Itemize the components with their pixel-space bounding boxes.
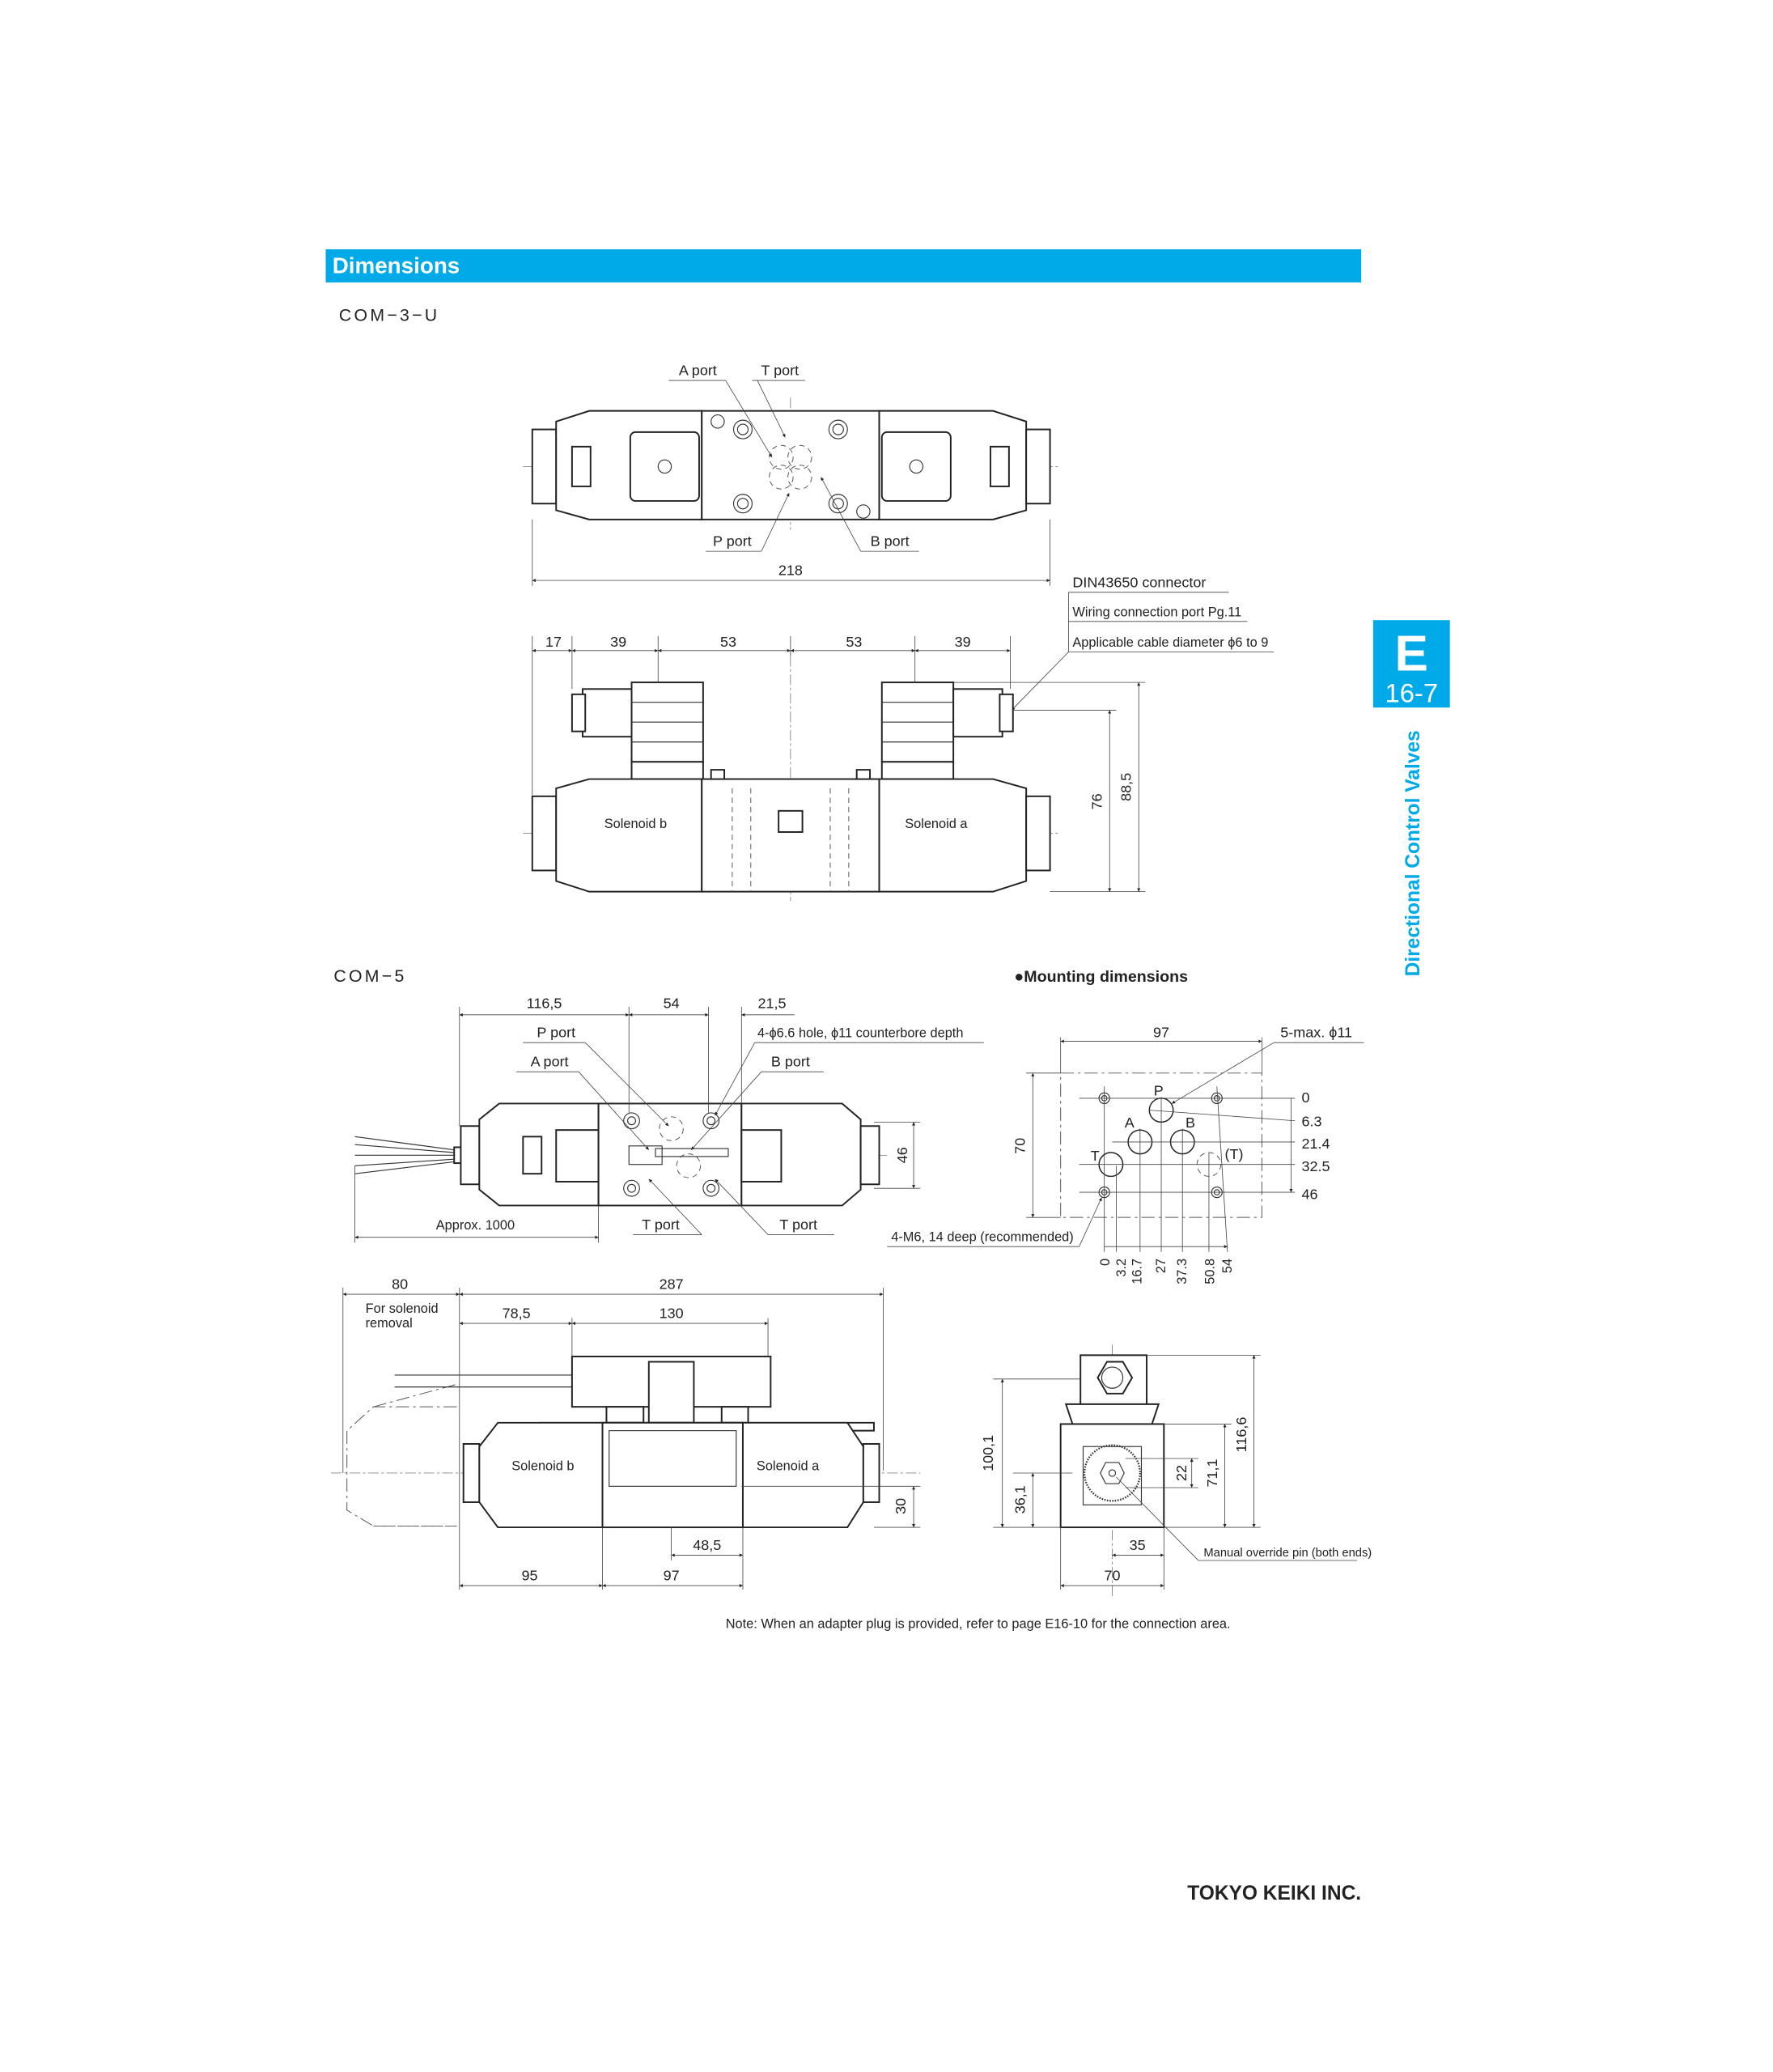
com3u-dim-17: 17 — [545, 634, 562, 650]
mounting-x-167: 16.7 — [1130, 1259, 1144, 1284]
com5-solenoid-a: Solenoid a — [757, 1459, 820, 1474]
com5-hole-note: 4-ϕ6.6 hole, ϕ11 counterbore depth — [757, 1026, 964, 1041]
side-tab-letter: E — [1395, 626, 1428, 681]
com3u-p-port-label: P port — [713, 533, 752, 550]
mounting-height-70: 70 — [1012, 1138, 1028, 1154]
com5-front-view — [331, 1287, 921, 1590]
mounting-width-97: 97 — [1153, 1025, 1169, 1041]
com3u-solenoid-b: Solenoid b — [604, 817, 667, 831]
mounting-y-46: 46 — [1301, 1186, 1317, 1202]
side-tab: E 16-7 Directional Control Valves — [1372, 620, 1450, 976]
com5-removal-80: 80 — [392, 1276, 408, 1293]
com3u-a-port-label: A port — [679, 362, 717, 378]
com3u-dim-39-right: 39 — [955, 634, 971, 650]
com5-solenoid-b: Solenoid b — [511, 1459, 574, 1474]
com3u-front-view — [523, 635, 1146, 902]
com5-dim-485: 48,5 — [693, 1537, 721, 1553]
com5-t-port-label-2: T port — [779, 1216, 817, 1233]
com5-model-label: COM−5 — [333, 966, 406, 986]
com5-dim-54: 54 — [664, 996, 680, 1012]
end-dim-22: 22 — [1173, 1465, 1190, 1481]
com5-p-port-label: P port — [537, 1025, 575, 1041]
manual-override-note: Manual override pin (both ends) — [1203, 1547, 1372, 1560]
mounting-title: ●Mounting dimensions — [1014, 968, 1188, 986]
side-tab-section: Directional Control Valves — [1402, 730, 1424, 976]
mounting-port-a: A — [1125, 1115, 1135, 1131]
com3u-height-76: 76 — [1088, 793, 1105, 809]
com5-removal-note-1: For solenoid — [366, 1301, 439, 1316]
connector-callout — [1011, 592, 1275, 711]
company-name: TOKYO KEIKI INC. — [1187, 1883, 1361, 1904]
side-tab-page: 16-7 — [1385, 678, 1439, 708]
com5-dim-95: 95 — [522, 1568, 538, 1584]
connector-title: DIN43650 connector — [1072, 574, 1206, 590]
mounting-x-508: 50.8 — [1203, 1259, 1217, 1284]
com3u-dim-53-left: 53 — [720, 634, 736, 650]
end-dim-1001: 100,1 — [980, 1435, 996, 1471]
mounting-port-b: B — [1186, 1115, 1195, 1131]
mounting-y-63: 6.3 — [1301, 1113, 1321, 1129]
com3u-model-label: COM−3−U — [339, 305, 440, 325]
com5-end-view — [993, 1344, 1358, 1597]
end-dim-711: 71,1 — [1204, 1458, 1220, 1487]
com5-top-view — [354, 1007, 984, 1243]
connector-cable-diameter: Applicable cable diameter ϕ6 to 9 — [1072, 635, 1268, 650]
com5-dim-785: 78,5 — [503, 1306, 531, 1322]
com5-height-46: 46 — [894, 1147, 910, 1163]
mounting-x-27: 27 — [1154, 1259, 1169, 1273]
end-dim-361: 36,1 — [1012, 1485, 1028, 1514]
mounting-x-0: 0 — [1098, 1259, 1113, 1266]
com3u-overall-length: 218 — [778, 563, 803, 579]
com5-cable-length: Approx. 1000 — [436, 1218, 515, 1233]
com5-dim-97: 97 — [664, 1568, 680, 1584]
com3u-dim-39-left: 39 — [610, 634, 626, 650]
mounting-pattern — [887, 1037, 1364, 1252]
mounting-port-t-alt: (T) — [1225, 1146, 1244, 1162]
connector-wiring-port: Wiring connection port Pg.11 — [1072, 605, 1241, 619]
com3u-t-port-label: T port — [761, 362, 799, 378]
mounting-y-214: 21.4 — [1301, 1136, 1330, 1152]
com3u-solenoid-a: Solenoid a — [905, 817, 968, 831]
com5-b-port-label: B port — [771, 1054, 810, 1070]
mounting-y-0: 0 — [1301, 1089, 1309, 1106]
com3u-top-view — [523, 380, 1060, 586]
mounting-x-32: 3.2 — [1114, 1259, 1129, 1277]
com5-a-port-label: A port — [531, 1054, 569, 1070]
mounting-x-373: 37.3 — [1175, 1259, 1190, 1284]
com5-t-port-label-1: T port — [642, 1216, 680, 1233]
mounting-holes-note: 5-max. ϕ11 — [1280, 1025, 1352, 1041]
com5-dim-1165: 116,5 — [527, 996, 562, 1012]
com5-dim-215: 21,5 — [757, 996, 786, 1012]
com3u-b-port-label: B port — [871, 533, 910, 550]
com5-removal-note-2: removal — [366, 1316, 413, 1331]
com5-overall-287: 287 — [660, 1276, 684, 1293]
mounting-port-p: P — [1154, 1083, 1164, 1099]
adapter-note: Note: When an adapter plug is provided, … — [726, 1616, 1231, 1631]
mounting-port-t: T — [1091, 1148, 1100, 1164]
com5-dim-130: 130 — [660, 1306, 684, 1322]
section-title: Dimensions — [333, 253, 460, 278]
com3u-dim-53-right: 53 — [846, 634, 862, 650]
section-header-bar — [325, 249, 1362, 282]
mounting-y-325: 32.5 — [1301, 1158, 1330, 1174]
mounting-x-54: 54 — [1220, 1259, 1235, 1273]
com3u-height-885: 88,5 — [1118, 773, 1134, 801]
end-dim-70: 70 — [1104, 1568, 1120, 1584]
end-dim-35: 35 — [1130, 1537, 1146, 1553]
end-dim-1166: 116,6 — [1233, 1417, 1249, 1453]
com5-dim-30: 30 — [893, 1498, 909, 1514]
mounting-bolt-note: 4-M6, 14 deep (recommended) — [891, 1230, 1074, 1245]
